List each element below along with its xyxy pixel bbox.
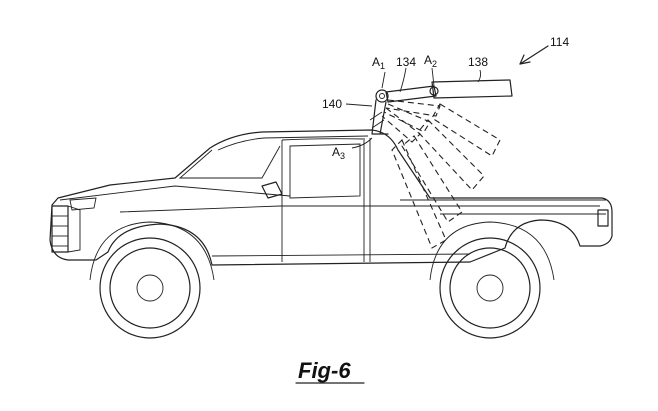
label-138: 138 — [468, 55, 488, 69]
truck-body-outline — [49, 129, 613, 266]
roof-line — [217, 135, 369, 151]
belt-line — [119, 205, 600, 213]
panel-position-3 — [417, 119, 485, 191]
link-a3 — [369, 111, 385, 129]
figure-caption: Fig-6 — [298, 358, 351, 383]
arm-position-4 — [381, 107, 421, 143]
pivot-a1 — [375, 89, 389, 103]
hood-line — [59, 185, 291, 201]
label-140: 140 — [322, 97, 342, 111]
rocker-line — [211, 253, 471, 257]
front-wheel — [89, 221, 215, 339]
label-a2: A2 — [424, 53, 437, 69]
panel-extended — [431, 79, 513, 99]
side-window — [289, 143, 361, 199]
reference-labels: 114 138 134 140 A1 A2 A3 — [322, 35, 569, 161]
arm-extended — [385, 85, 437, 103]
panel-mechanism — [369, 79, 513, 249]
front-grille — [51, 205, 81, 253]
headlight — [69, 197, 97, 211]
pickup-truck — [49, 129, 613, 266]
side-mirror — [261, 181, 283, 199]
rear-wheel — [429, 221, 555, 339]
label-a3: A3 — [332, 145, 345, 161]
panel-position-4 — [401, 135, 463, 223]
tail-light — [597, 209, 609, 227]
arm-position-2 — [385, 99, 441, 117]
arm-position-3 — [383, 103, 431, 133]
label-114: 114 — [550, 35, 569, 49]
windshield — [178, 145, 281, 179]
panel-position-5 — [391, 139, 447, 249]
front-door — [281, 138, 366, 262]
leader-lines — [345, 45, 549, 149]
rear-door — [363, 138, 371, 262]
panel-position-2 — [431, 103, 501, 157]
label-134: 134 — [396, 55, 416, 69]
label-a1: A1 — [372, 55, 385, 71]
